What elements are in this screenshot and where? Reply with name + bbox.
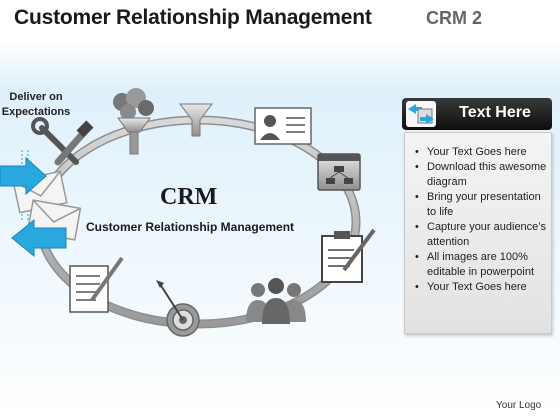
funnel-icon: [179, 103, 213, 137]
text-panel-title: Text Here: [459, 104, 531, 121]
clipboard-icon: [321, 228, 376, 283]
bullet-list: Your Text Goes here Download this awesom…: [405, 133, 551, 295]
header-bar: Customer Relationship Management CRM 2: [0, 0, 560, 40]
logo-placeholder: Your Logo: [496, 400, 542, 411]
dartboard-icon: [156, 280, 200, 337]
incoming-arrow-icon: [0, 156, 47, 196]
deliver-label-line1: Deliver on Expectations: [1, 91, 71, 118]
crm-center-title: CRM: [160, 184, 218, 210]
text-panel: Text Here Your Text Goes here Download t…: [402, 98, 552, 334]
documents-icon: [406, 101, 436, 127]
list-item: All images are 100% editable in powerpoi…: [415, 250, 547, 280]
deliver-label: Deliver on Expectations: [0, 90, 72, 120]
list-item: Your Text Goes here: [415, 145, 547, 160]
text-panel-header: Text Here: [402, 98, 552, 130]
crm-center-subtitle: Customer Relationship Management: [86, 220, 295, 234]
outgoing-arrow-icon: [11, 218, 67, 258]
people-icon: [246, 278, 306, 324]
list-item: Your Text Goes here: [415, 280, 547, 295]
list-item: Download this awesome diagram: [415, 160, 547, 190]
list-item: Capture your audience’s attention: [415, 220, 547, 250]
money-bags-icon: [113, 88, 154, 155]
text-panel-body: Your Text Goes here Download this awesom…: [404, 132, 552, 334]
page-title: Customer Relationship Management: [14, 6, 372, 29]
contact-card-icon: [254, 107, 312, 145]
flowchart-window-icon: [317, 153, 361, 191]
checklist-icon: [69, 256, 124, 313]
list-item: Bring your presentation to life: [415, 190, 547, 220]
tools-icon: [31, 117, 94, 166]
page-subtitle: CRM 2: [426, 8, 483, 28]
